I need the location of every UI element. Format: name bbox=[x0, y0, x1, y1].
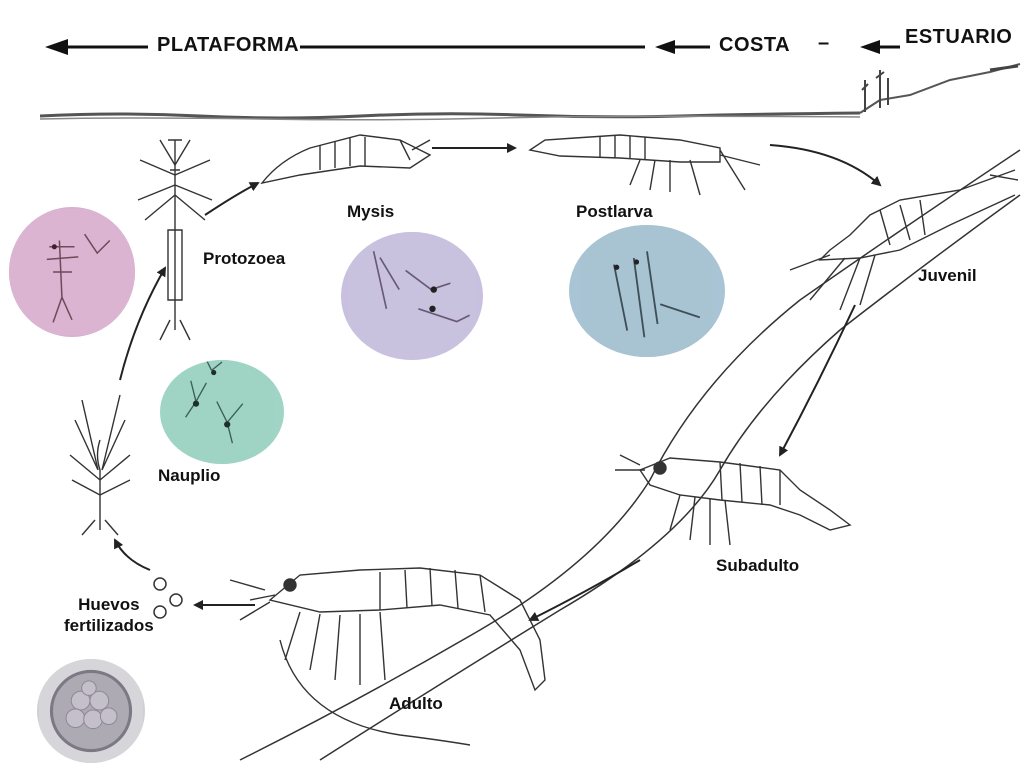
nauplio-photo bbox=[160, 360, 284, 464]
protozoea-photo-image bbox=[9, 207, 135, 337]
zone-label-costa: COSTA bbox=[719, 34, 790, 57]
stage-label-protozoea: Protozoea bbox=[203, 249, 285, 269]
protozoea-photo bbox=[9, 207, 135, 337]
plataforma-arrowhead bbox=[45, 39, 68, 55]
arrow-juvenil-subadulto bbox=[780, 305, 855, 455]
adulto-drawing bbox=[230, 568, 545, 745]
nauplio-drawing bbox=[70, 395, 130, 535]
protozoea-drawing bbox=[138, 140, 212, 340]
mysis-photo-image bbox=[341, 232, 483, 360]
eggs-photo-image bbox=[37, 659, 145, 763]
arrow-subadulto-adulto bbox=[530, 560, 640, 620]
stage-label-adulto: Adulto bbox=[389, 694, 443, 714]
huevos-line-2: fertilizados bbox=[64, 615, 154, 636]
zone-label-plataforma: PLATAFORMA bbox=[157, 34, 299, 57]
mysis-photo bbox=[341, 232, 483, 360]
stage-label-subadulto: Subadulto bbox=[716, 556, 799, 576]
juvenil-drawing bbox=[790, 170, 1018, 310]
mangrove-plants bbox=[862, 70, 888, 112]
stage-label-nauplio: Nauplio bbox=[158, 466, 220, 486]
subadulto-drawing bbox=[615, 455, 850, 545]
postlarva-photo-image bbox=[569, 225, 725, 357]
stage-label-juvenil: Juvenil bbox=[918, 266, 977, 286]
nauplio-photo-image bbox=[160, 360, 284, 464]
shoreline bbox=[40, 64, 1020, 120]
estuario-arrowhead bbox=[860, 40, 880, 54]
arrow-protozoea-mysis bbox=[205, 183, 258, 215]
zone-label-estuario: ESTUARIO bbox=[905, 26, 1012, 49]
mysis-drawing bbox=[262, 135, 430, 183]
huevos-line-1: Huevos bbox=[64, 594, 154, 615]
postlarva-drawing bbox=[530, 135, 760, 195]
costa-arrowhead bbox=[655, 40, 675, 54]
zone-dash: – bbox=[818, 32, 830, 55]
stage-label-postlarva: Postlarva bbox=[576, 202, 653, 222]
arrow-postlarva-juvenil bbox=[770, 145, 880, 185]
stage-label-huevos-fertilizados: Huevos fertilizados bbox=[64, 594, 154, 636]
arrow-huevos-nauplio bbox=[115, 540, 150, 570]
fertilized-eggs bbox=[154, 578, 182, 618]
eggs-photo bbox=[37, 659, 145, 763]
postlarva-photo bbox=[569, 225, 725, 357]
stage-label-mysis: Mysis bbox=[347, 202, 394, 222]
